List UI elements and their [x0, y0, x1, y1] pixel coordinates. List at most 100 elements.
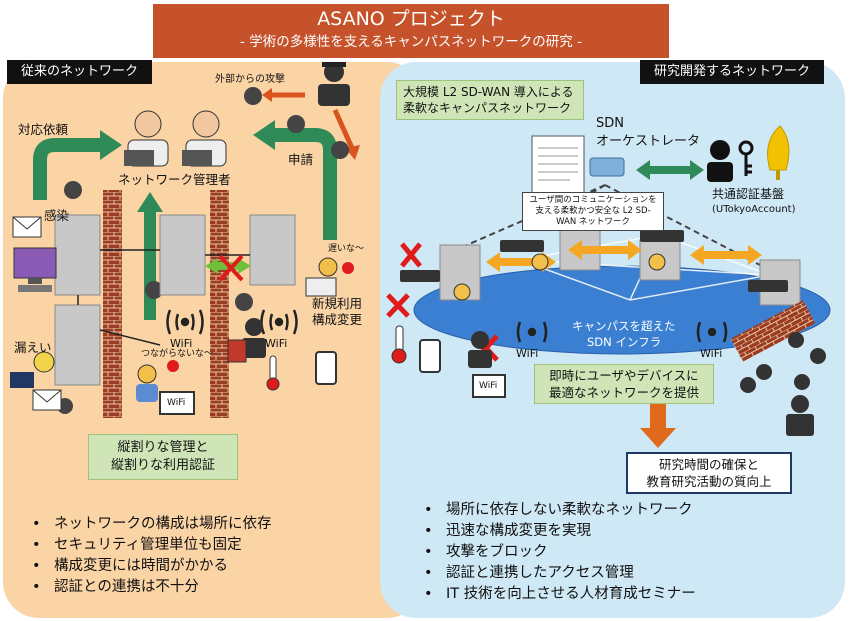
list-item: IT 技術を向上させる人材育成セミナー — [420, 584, 696, 605]
immediate-line2: 最適なネットワークを提供 — [548, 385, 699, 400]
attack-arrow-2 — [332, 108, 355, 150]
right-section-tag: 研究開発するネットワーク — [640, 60, 825, 84]
list-item: セキュリティ管理単位も固定 — [28, 535, 272, 556]
hacker-icon-2 — [242, 318, 266, 358]
down-arrow-head — [640, 428, 676, 448]
list-item: ネットワークの構成は場所に依存 — [28, 514, 272, 535]
alert-icon-1 — [342, 262, 354, 274]
thermometer-icon-right — [391, 325, 407, 364]
page-title: ASANO プロジェクト — [317, 8, 505, 30]
wifi-label-right-router: WiFi — [479, 381, 498, 391]
hacker-icon — [318, 62, 350, 106]
sdn-infra-label: SDN インフラ — [587, 335, 662, 349]
title-banner: ASANO プロジェクト - 学術の多様性を支えるキャンパスネットワークの研究 … — [153, 4, 669, 58]
wifi-icon-2 — [260, 309, 298, 335]
wifi-router-right — [472, 374, 506, 398]
left-bullet-list: ネットワークの構成は場所に依存 セキュリティ管理単位も固定 構成変更には時間がか… — [28, 514, 272, 598]
list-item: 攻撃をブロック — [420, 542, 696, 563]
new-use-label: 新規利用 — [312, 296, 363, 311]
orchestrator-auth-arrow — [636, 160, 704, 180]
alert-icon-2 — [167, 360, 179, 372]
immediate-line1: 即時にユーザやデバイスに — [549, 368, 699, 383]
application-arrow-head — [253, 120, 275, 150]
network-admin-label: ネットワーク管理者 — [118, 172, 231, 187]
leak-person-icon — [10, 351, 55, 388]
response-arrow — [33, 138, 100, 200]
thermometer-icon — [266, 355, 280, 391]
ginkgo-logo-icon — [767, 125, 790, 180]
config-change-label: 構成変更 — [312, 312, 363, 327]
orange-arrow-1 — [486, 252, 556, 272]
right-bullet-list: 場所に依存しない柔軟なネットワーク 迅速な構成変更を実現 攻撃をブロック 認証と… — [420, 500, 696, 605]
orange-arrow-3 — [690, 245, 762, 265]
auth-base-label: 共通認証基盤 — [712, 187, 785, 201]
comm-line3: WAN ネットワーク — [556, 217, 630, 227]
hacker-icon-right-2 — [786, 395, 814, 436]
leak-label: 漏えい — [14, 340, 52, 355]
auth-user-icon — [707, 140, 733, 182]
down-arrow-shaft — [650, 404, 666, 430]
wifi-label-right-1: WiFi — [516, 347, 539, 360]
sdn-label: SDN — [596, 116, 624, 131]
document-icon — [531, 135, 585, 197]
application-arrow — [275, 128, 337, 240]
switch-icons — [400, 230, 788, 292]
research-line2: 教育研究活動の質向上 — [646, 474, 772, 489]
sdwan-box: 大規模 L2 SD-WAN 導入による 柔軟なキャンパスネットワーク — [396, 80, 584, 120]
slow-label: 遅いな～ — [328, 244, 365, 254]
key-icon — [738, 140, 754, 176]
page-subtitle: - 学術の多様性を支えるキャンパスネットワークの研究 - — [240, 34, 582, 50]
research-quality-box: 研究時間の確保と 教育研究活動の質向上 — [626, 452, 792, 494]
firewall-wall-right — [730, 300, 816, 362]
list-item: 迅速な構成変更を実現 — [420, 521, 696, 542]
wifi-icon-1 — [166, 309, 204, 335]
user-icon — [136, 364, 158, 402]
vertical-management-line1: 縦割りな管理と — [117, 440, 209, 455]
firewall-wall-1 — [103, 190, 122, 418]
building-icons — [54, 214, 296, 386]
external-attack-label: 外部からの攻撃 — [215, 74, 285, 85]
infection-label: 感染 — [44, 208, 70, 223]
admin-icon-1 — [124, 110, 169, 167]
vertical-management-line2: 縦割りな利用認証 — [110, 458, 215, 473]
orchestrator-label: オーケストレータ — [596, 134, 701, 149]
list-item: 場所に依存しない柔軟なネットワーク — [420, 500, 696, 521]
blocked-x-icon — [218, 254, 244, 282]
sdwan-line2: 柔軟なキャンパスネットワーク — [403, 101, 572, 115]
cannot-connect-label: つながらないな～ — [141, 349, 214, 359]
list-item: 認証との連携は不十分 — [28, 577, 272, 598]
vertical-management-box: 縦割りな管理と 縦割りな利用認証 — [88, 434, 238, 480]
sdwan-line1: 大規模 L2 SD-WAN 導入による — [403, 85, 574, 99]
immediate-network-box: 即時にユーザやデバイスに 最適なネットワークを提供 — [534, 364, 714, 404]
user-laptop-icon — [305, 257, 338, 297]
hacker-icon-right — [468, 331, 492, 368]
wifi-label-2: WiFi — [265, 337, 288, 350]
infected-pc-icon — [13, 247, 57, 292]
beyond-campus-label: キャンパスを超えた — [572, 319, 676, 333]
list-item: 認証と連携したアクセス管理 — [420, 563, 696, 584]
wifi-icon-right-1 — [516, 321, 548, 343]
wifi-label-1: WiFi — [170, 337, 193, 350]
utokyo-account-label: (UTokyoAccount) — [712, 204, 796, 215]
envelope-icon-2 — [32, 389, 62, 411]
response-arrow-head — [100, 130, 122, 160]
sdn-router-icon — [589, 157, 625, 177]
research-line1: 研究時間の確保と — [658, 457, 759, 472]
warning-tablet-icon — [227, 339, 247, 363]
orange-arrow-2 — [568, 240, 642, 260]
smartphone-icon-right — [419, 339, 441, 373]
comm-line2: 支える柔軟かつ安全な L2 SD- — [535, 206, 651, 216]
block-x-icons — [386, 242, 499, 362]
wifi-label-right-2: WiFi — [700, 347, 723, 360]
wifi-icon-right-2 — [696, 321, 728, 343]
response-request-label: 対応依頼 — [18, 122, 69, 137]
application-label: 申請 — [288, 152, 314, 167]
admin-icon-2 — [182, 110, 227, 167]
wifi-router-small-label: WiFi — [167, 398, 186, 408]
firewall-wall-2 — [210, 190, 229, 418]
left-section-tag: 従来のネットワーク — [7, 60, 153, 84]
comm-line1: ユーザ間のコミュニケーションを — [529, 195, 657, 205]
smartphone-icon — [315, 351, 337, 385]
wifi-router-small — [159, 391, 195, 415]
wifi-up-arrow-head — [137, 192, 163, 212]
